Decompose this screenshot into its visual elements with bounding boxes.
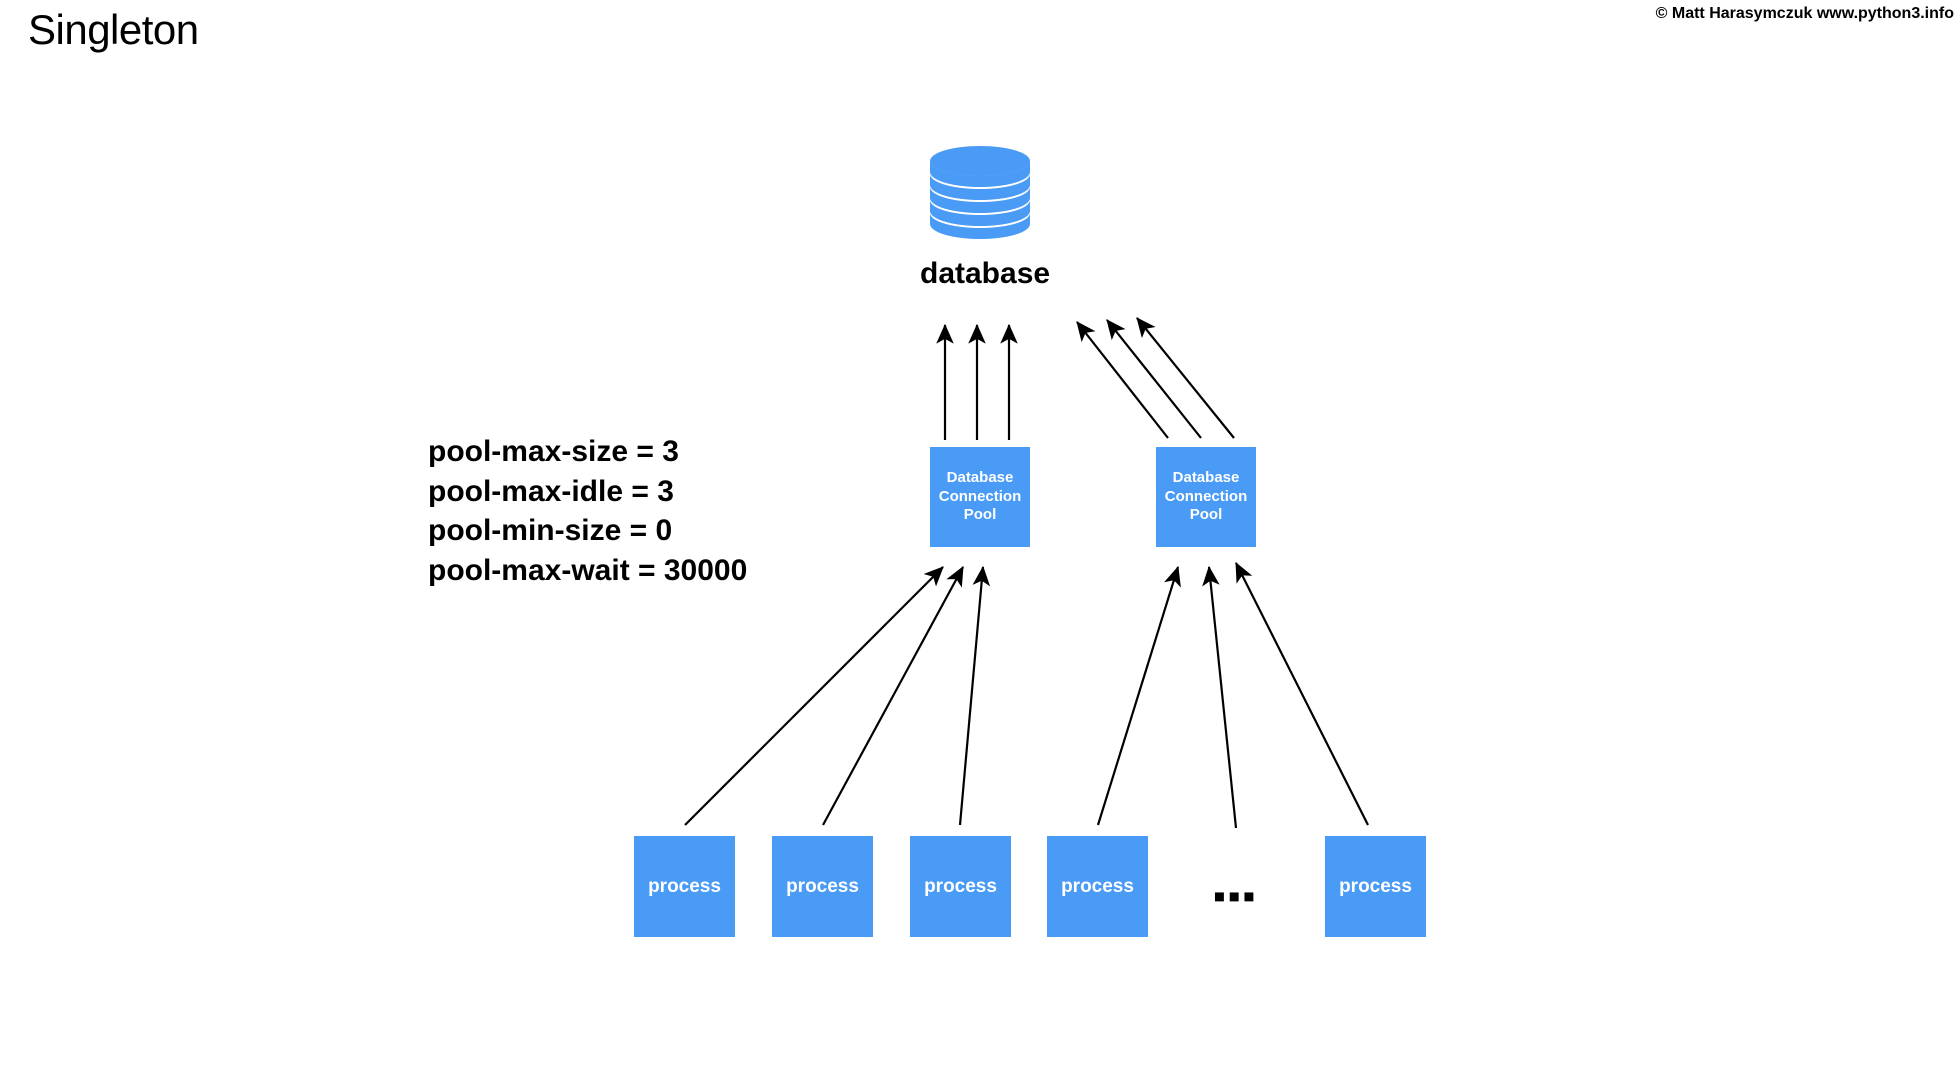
copyright-notice: © Matt Harasymczuk www.python3.info: [1655, 5, 1954, 22]
config-line-pool-max-wait: pool-max-wait = 30000: [428, 553, 748, 587]
config-line-pool-min-size: pool-min-size = 0: [428, 514, 673, 548]
arrows-process-to-left-pool: [684, 565, 991, 826]
process-ellipsis: ▪▪▪: [1213, 875, 1258, 916]
arrows-right-pool-to-database: [1076, 317, 1235, 439]
arrows-process-to-right-pool: [1096, 562, 1369, 829]
pool-config-block: pool-max-size = 3 pool-max-idle = 3 pool…: [428, 432, 747, 590]
database-node[interactable]: database: [920, 145, 1051, 291]
database-connection-pool-box-2[interactable]: Database Connection Pool: [1156, 447, 1256, 547]
arrows-left-pool-to-database: [936, 323, 1018, 440]
config-line-pool-max-idle: pool-max-idle = 3: [428, 474, 674, 508]
database-connection-pool-box-1[interactable]: Database Connection Pool: [930, 447, 1030, 547]
database-label: database: [920, 257, 1051, 290]
process-box-4[interactable]: process: [1047, 836, 1148, 937]
process-box-2[interactable]: process: [772, 836, 873, 937]
process-box-5[interactable]: process: [1325, 836, 1426, 937]
process-box-1[interactable]: process: [634, 836, 735, 937]
config-line-pool-max-size: pool-max-size = 3: [428, 435, 679, 468]
page-title: Singleton: [28, 6, 199, 53]
database-cylinder-icon: [928, 145, 1032, 241]
process-box-3[interactable]: process: [910, 836, 1011, 937]
